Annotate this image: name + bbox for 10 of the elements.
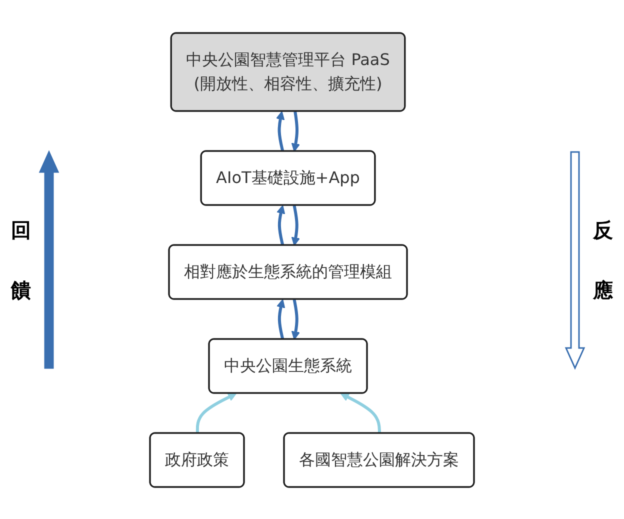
arrow [291, 298, 300, 340]
arrow [291, 110, 300, 152]
side-label: 反應 [592, 216, 614, 304]
arrow [276, 204, 286, 246]
arrow [276, 110, 285, 152]
arrow [276, 298, 286, 340]
side-label: 回饋 [10, 216, 32, 304]
arrow [291, 204, 300, 246]
arrow [340, 392, 381, 434]
arrow [196, 392, 237, 434]
